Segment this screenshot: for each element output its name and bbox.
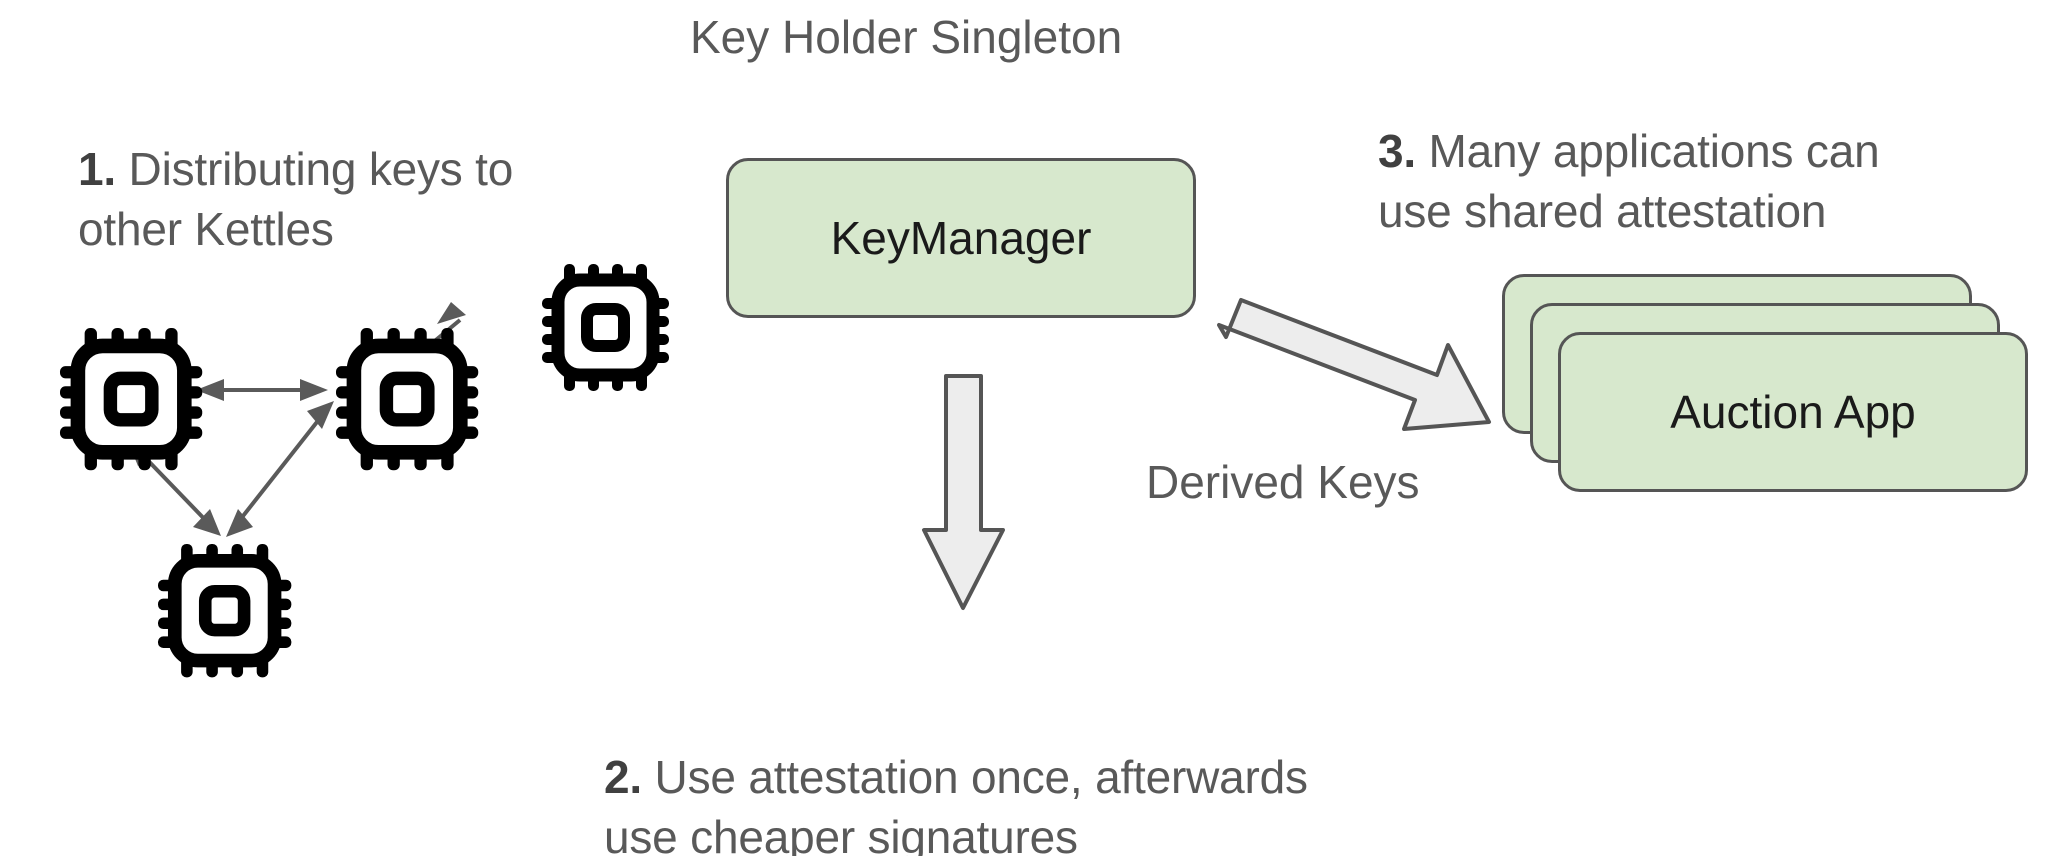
keymanager-node[interactable]: KeyManager	[726, 158, 1196, 318]
kettle-link-bottom-center	[226, 401, 334, 537]
chip-icon	[336, 328, 478, 470]
chip-icon	[60, 328, 202, 470]
keymanager-label: KeyManager	[830, 212, 1092, 264]
derived-keys-label: Derived Keys	[1146, 456, 1420, 508]
caption-step-3-number: 3.	[1378, 124, 1416, 177]
caption-step-3: 3. Many applications can use shared atte…	[1378, 62, 2038, 241]
derived-keys-block-arrow	[1217, 298, 1491, 431]
kettle-left	[60, 328, 202, 470]
auction-app-label: Auction App	[1670, 386, 1916, 438]
kettle-bottom	[158, 544, 291, 677]
kettle-center	[336, 328, 478, 470]
caption-step-3-text: Many applications can use shared attesta…	[1378, 124, 1880, 237]
kettle-link-left-center	[196, 379, 328, 401]
kettle-link-left-bottom	[127, 439, 221, 536]
kettle-top-right	[542, 264, 669, 391]
chip-icon	[542, 264, 669, 391]
caption-step-2-number: 2.	[604, 750, 642, 803]
caption-step-2-text: Use attestation once, afterwards use che…	[604, 750, 1308, 856]
diagram-title: Key Holder Singleton	[690, 11, 1123, 63]
caption-step-1: 1. Distributing keys to other Kettles	[78, 80, 638, 259]
chip-icon	[158, 544, 291, 677]
auction-app-node[interactable]: Auction App	[1558, 332, 2028, 492]
caption-step-2: 2. Use attestation once, afterwards use …	[604, 688, 1504, 856]
caption-step-1-text: Distributing keys to other Kettles	[78, 142, 514, 255]
down-block-arrow	[922, 374, 1005, 610]
caption-step-1-number: 1.	[78, 142, 116, 195]
kettle-link-center-topright	[384, 302, 466, 396]
